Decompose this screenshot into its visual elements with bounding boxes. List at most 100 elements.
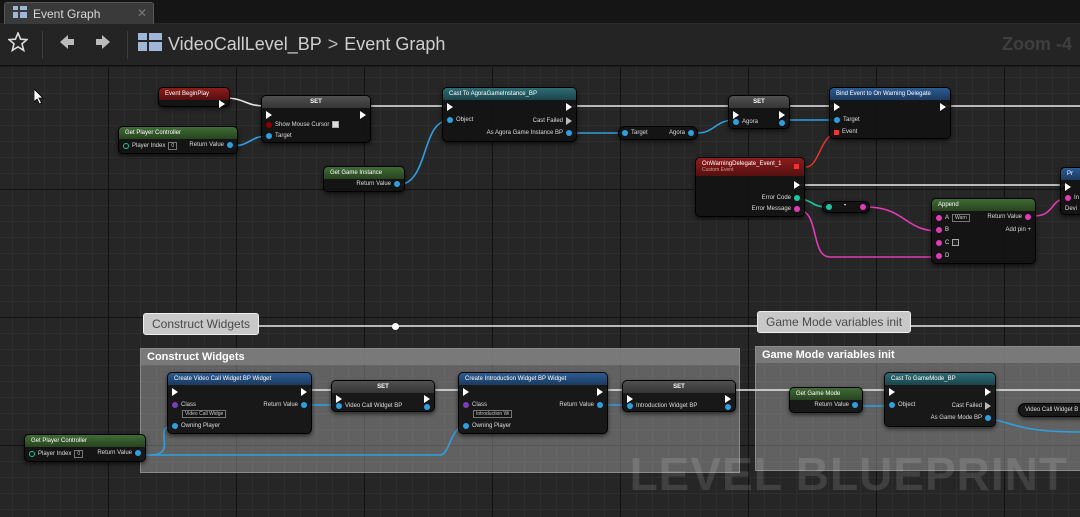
- owning-player-pin[interactable]: Owning Player: [172, 423, 220, 429]
- player-index-pin[interactable]: Player Index 0: [29, 450, 84, 458]
- node-get-player-controller-2[interactable]: Get Player Controller Player Index 0 Ret…: [24, 434, 146, 462]
- comment-bubble-construct[interactable]: Construct Widgets: [143, 313, 260, 335]
- as-agora-pin[interactable]: As Agora Game Instance BP: [487, 130, 572, 136]
- node-set-show-mouse-cursor[interactable]: SET Show Mouse Cursor Target: [261, 95, 371, 143]
- c-pin[interactable]: C: [936, 239, 960, 246]
- node-set-video-widget[interactable]: SET Video Call Widget BP: [331, 380, 435, 412]
- graph-canvas[interactable]: Construct Widgets Game Mode variables in…: [0, 67, 1080, 517]
- exec-in-pin[interactable]: [627, 395, 633, 403]
- toolbar-divider: [42, 30, 43, 59]
- node-get-player-controller[interactable]: Get Player Controller Player Index 0 Ret…: [118, 126, 238, 154]
- node-bind-event[interactable]: Bind Event to On Warning Delegate Target…: [829, 87, 951, 139]
- reroute-node[interactable]: [392, 323, 399, 330]
- exec-in-pin[interactable]: [1065, 183, 1071, 191]
- class-dropdown[interactable]: Video Call Widge: [182, 410, 227, 418]
- exec-in-pin[interactable]: [889, 388, 895, 396]
- video-widget-pin[interactable]: Video Call Widget BP: [336, 403, 402, 409]
- exec-in-pin[interactable]: [834, 103, 840, 111]
- return-value-pin[interactable]: Return Value: [356, 181, 400, 187]
- forward-button[interactable]: [85, 27, 121, 63]
- breadcrumb-graph[interactable]: Event Graph: [344, 34, 446, 54]
- node-set-agora[interactable]: SET Agora: [728, 95, 790, 129]
- node-title: SET: [729, 96, 789, 108]
- devi-pin[interactable]: Devi: [1065, 206, 1078, 212]
- delegate-pin[interactable]: [794, 164, 799, 169]
- exec-out-pin[interactable]: [985, 388, 991, 396]
- error-message-pin[interactable]: Error Message: [752, 206, 800, 212]
- cast-failed-pin[interactable]: Cast Failed: [533, 117, 572, 125]
- exec-out-pin[interactable]: [219, 100, 225, 108]
- node-title: Event BeginPlay: [159, 88, 229, 100]
- return-value-pin[interactable]: Return Value: [97, 450, 141, 456]
- exec-in-pin[interactable]: [172, 388, 178, 396]
- d-pin[interactable]: D: [936, 253, 949, 259]
- target-pin[interactable]: Target: [266, 133, 292, 139]
- node-set-intro-widget[interactable]: SET Introduction Widget BP: [622, 380, 736, 412]
- node-cast-to-gamemode[interactable]: Cast To GameMode_BP Object Cast Failed A…: [884, 372, 996, 427]
- exec-in-pin[interactable]: [447, 103, 453, 111]
- intro-widget-pin[interactable]: Introduction Widget BP: [627, 403, 697, 409]
- custom-event-subtitle: Custom Event: [702, 167, 734, 173]
- breadcrumb-blueprint[interactable]: VideoCallLevel_BP: [168, 34, 322, 54]
- back-button[interactable]: [49, 27, 85, 63]
- node-get-agora[interactable]: Target Agora: [618, 126, 698, 140]
- node-int-to-string[interactable]: •: [822, 201, 870, 213]
- object-pin[interactable]: Object: [447, 117, 473, 123]
- class-pin[interactable]: Class: [463, 402, 487, 408]
- class-pin[interactable]: Class: [172, 402, 196, 408]
- exec-in-pin[interactable]: [336, 395, 342, 403]
- object-pin[interactable]: Object: [889, 402, 915, 408]
- player-index-pin[interactable]: Player Index 0: [123, 142, 178, 150]
- node-title: SET: [623, 381, 735, 393]
- node-get-video-widget[interactable]: Video Call Widget B: [1018, 403, 1080, 417]
- exec-out-pin[interactable]: [566, 103, 572, 111]
- node-create-intro-widget[interactable]: Create Introduction Widget BP Widget Cla…: [458, 372, 608, 434]
- return-value-pin[interactable]: Return Value: [559, 402, 603, 408]
- return-value-pin[interactable]: Return Value: [987, 214, 1031, 220]
- favorite-button[interactable]: [0, 27, 36, 63]
- agora-pin[interactable]: Agora: [669, 130, 694, 136]
- in-pin[interactable]: In: [1065, 195, 1079, 201]
- return-value-pin[interactable]: Return Value: [189, 142, 233, 148]
- error-code-pin[interactable]: Error Code: [762, 195, 800, 201]
- node-get-game-instance[interactable]: Get Game Instance Return Value: [323, 166, 405, 192]
- comment-bubble-game-mode[interactable]: Game Mode variables init: [757, 311, 912, 333]
- node-custom-event[interactable]: OnWarningDelegate_Event_1 Custom Event E…: [695, 157, 805, 217]
- node-cast-to-agora[interactable]: Cast To AgoraGameInstance_BP Object Cast…: [442, 87, 577, 142]
- show-mouse-cursor-pin[interactable]: Show Mouse Cursor: [266, 121, 340, 128]
- b-pin[interactable]: B: [936, 227, 949, 233]
- tab-event-graph[interactable]: Event Graph ✕: [4, 2, 154, 24]
- event-pin[interactable]: Event: [834, 129, 857, 135]
- exec-in-pin[interactable]: [463, 388, 469, 396]
- target-pin[interactable]: Target: [622, 130, 648, 136]
- exec-out-pin[interactable]: [779, 111, 785, 119]
- exec-out-pin[interactable]: [424, 395, 430, 403]
- exec-in-pin[interactable]: [266, 111, 272, 119]
- owning-player-pin[interactable]: Owning Player: [463, 423, 511, 429]
- return-value-pin[interactable]: Return Value: [263, 402, 307, 408]
- exec-out-pin[interactable]: [301, 388, 307, 396]
- close-icon[interactable]: ✕: [136, 6, 147, 20]
- exec-out-pin[interactable]: [940, 103, 946, 111]
- class-dropdown[interactable]: Introduction Wi: [473, 410, 513, 418]
- cast-failed-pin[interactable]: Cast Failed: [952, 402, 991, 410]
- agora-pin[interactable]: Agora: [733, 119, 758, 125]
- node-event-beginplay[interactable]: Event BeginPlay: [158, 87, 230, 108]
- node-print-partial[interactable]: Pr In Devi: [1060, 167, 1080, 215]
- node-title: Create Video Call Widget BP Widget: [168, 373, 311, 385]
- exec-out-pin[interactable]: [794, 181, 800, 189]
- as-game-mode-pin[interactable]: As Game Mode BP: [931, 415, 991, 421]
- node-create-video-widget[interactable]: Create Video Call Widget BP Widget Class…: [167, 372, 312, 434]
- custom-event-title: OnWarningDelegate_Event_1: [702, 161, 782, 167]
- node-get-game-mode[interactable]: Get Game Mode Return Value: [789, 387, 863, 413]
- add-pin-button[interactable]: Add pin +: [1005, 227, 1031, 233]
- exec-out-pin[interactable]: [597, 388, 603, 396]
- video-widget-label: Video Call Widget B: [1025, 407, 1079, 413]
- exec-out-pin[interactable]: [725, 395, 731, 403]
- exec-out-pin[interactable]: [360, 111, 366, 119]
- exec-in-pin[interactable]: [733, 111, 739, 119]
- return-value-pin[interactable]: Return Value: [814, 402, 858, 408]
- target-pin[interactable]: Target: [834, 117, 860, 123]
